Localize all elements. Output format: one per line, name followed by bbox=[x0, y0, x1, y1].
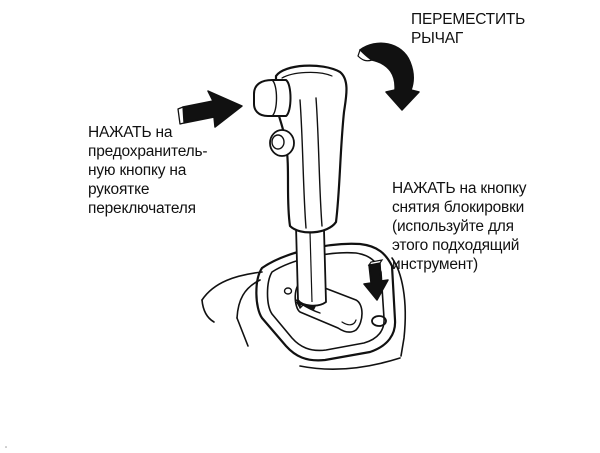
label-press-unlock-button: НАЖАТЬ на кнопку снятия блокировки (испо… bbox=[392, 179, 526, 274]
label-press-unlock-rest: на кнопку bbox=[455, 180, 527, 197]
label-press-unlock-line-2: снятия блокировки bbox=[392, 199, 525, 216]
console-body bbox=[201, 257, 407, 371]
press-arrow-icon bbox=[177, 90, 243, 128]
label-move-lever: ПЕРЕМЕСТИТЬ РЫЧАГ bbox=[411, 10, 525, 48]
label-press-unlock-verb: НАЖАТЬ bbox=[392, 180, 456, 197]
label-press-safety-verb: НАЖАТЬ bbox=[88, 124, 152, 141]
shifter-handle bbox=[253, 64, 348, 234]
label-press-unlock-line-1: НАЖАТЬ на кнопку bbox=[392, 179, 526, 198]
rotate-arrow-icon bbox=[357, 42, 420, 111]
label-press-safety-line-3: ную кнопку на bbox=[88, 162, 187, 179]
label-move-lever-line-1: ПЕРЕМЕСТИТЬ bbox=[411, 11, 526, 28]
shifter-shaft bbox=[295, 225, 327, 307]
label-press-safety-rest: на bbox=[151, 124, 173, 141]
label-move-lever-line-2: РЫЧАГ bbox=[411, 30, 464, 47]
label-press-safety-line-1: НАЖАТЬ на bbox=[88, 123, 207, 142]
label-press-safety-line-5: переключателя bbox=[88, 200, 196, 217]
label-press-safety-line-2: предохранитель- bbox=[88, 143, 208, 160]
label-press-unlock-line-3: (используйте для bbox=[392, 218, 514, 235]
speck bbox=[5, 446, 7, 448]
label-press-safety-line-4: рукоятке bbox=[88, 181, 150, 198]
down-arrow-icon bbox=[363, 259, 389, 301]
label-press-unlock-line-5: инструмент) bbox=[392, 256, 478, 273]
label-press-safety-button: НАЖАТЬ на предохранитель- ную кнопку на … bbox=[88, 123, 208, 218]
label-press-unlock-line-4: этого подходящий bbox=[392, 237, 520, 254]
